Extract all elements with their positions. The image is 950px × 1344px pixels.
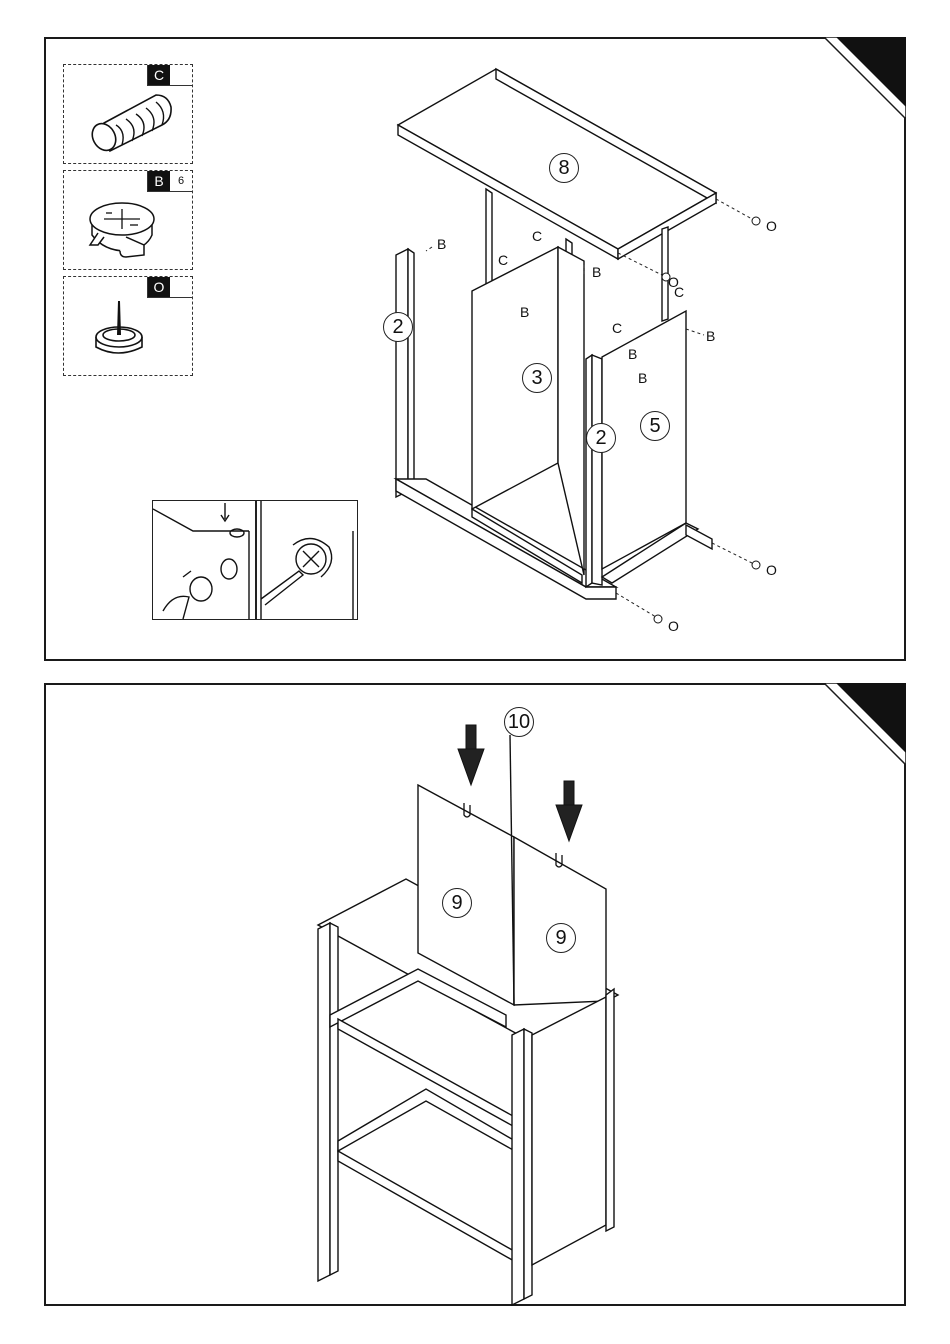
part-number-3: 3 bbox=[522, 363, 552, 393]
part-number-2-left: 2 bbox=[383, 312, 413, 342]
step-panel-2: 10 9 9 bbox=[44, 683, 906, 1306]
callout-o: O bbox=[766, 563, 777, 577]
callout-o: O bbox=[668, 275, 679, 289]
callout-c: C bbox=[612, 321, 622, 335]
part-number-9-right: 9 bbox=[546, 923, 576, 953]
callout-b: B bbox=[706, 329, 715, 343]
back-panel-insertion-view bbox=[46, 685, 906, 1306]
cabinet-exploded-view bbox=[46, 39, 906, 661]
callout-o: O bbox=[668, 619, 679, 633]
part-number-2-right: 2 bbox=[586, 423, 616, 453]
callout-b: B bbox=[628, 347, 637, 361]
part-number-10: 10 bbox=[504, 707, 534, 737]
part-number-9-left: 9 bbox=[442, 888, 472, 918]
callout-b: B bbox=[592, 265, 601, 279]
callout-c: C bbox=[498, 253, 508, 267]
callout-b: B bbox=[437, 237, 446, 251]
step-panel-1: C B 6 bbox=[44, 37, 906, 661]
callout-c: C bbox=[532, 229, 542, 243]
part-number-5: 5 bbox=[640, 411, 670, 441]
callout-b: B bbox=[520, 305, 529, 319]
callout-o: O bbox=[766, 219, 777, 233]
part-number-8: 8 bbox=[549, 153, 579, 183]
callout-b: B bbox=[638, 371, 647, 385]
